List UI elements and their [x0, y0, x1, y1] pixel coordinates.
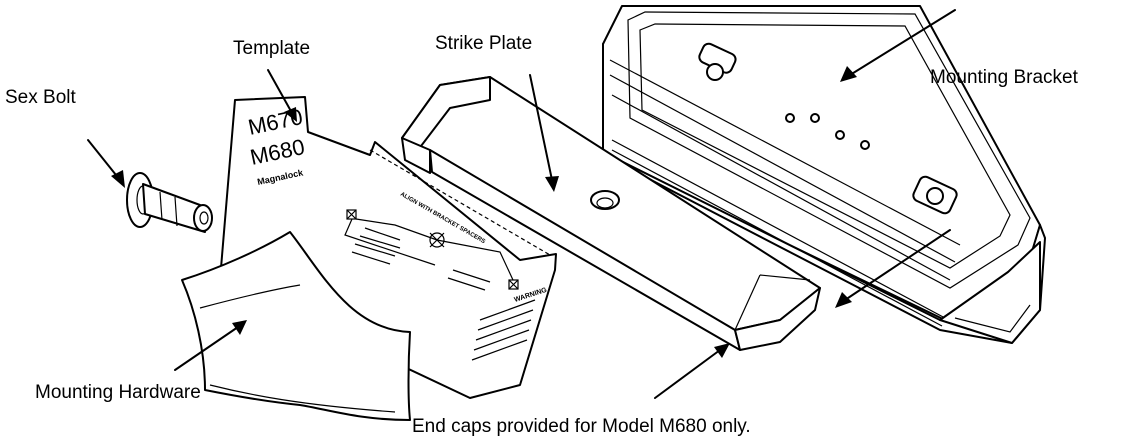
magnet-body [602, 5, 1046, 344]
sex-bolt [126, 172, 213, 233]
label-end-caps-note: End caps provided for Model M680 only. [412, 416, 751, 437]
label-mounting-hardware: Mounting Hardware [35, 382, 201, 403]
label-strike-plate: Strike Plate [435, 33, 533, 54]
leader-arrows [87, 9, 956, 399]
hardware-bag [181, 231, 411, 421]
label-sex-bolt: Sex Bolt [5, 87, 76, 108]
template-sheet: M670 M680 Magnalock ALIGN WITH BRACKET S… [219, 96, 557, 399]
label-template: Template [233, 38, 311, 59]
strike-plate [401, 76, 821, 351]
label-mounting-bracket: Mounting Bracket [930, 67, 1078, 88]
